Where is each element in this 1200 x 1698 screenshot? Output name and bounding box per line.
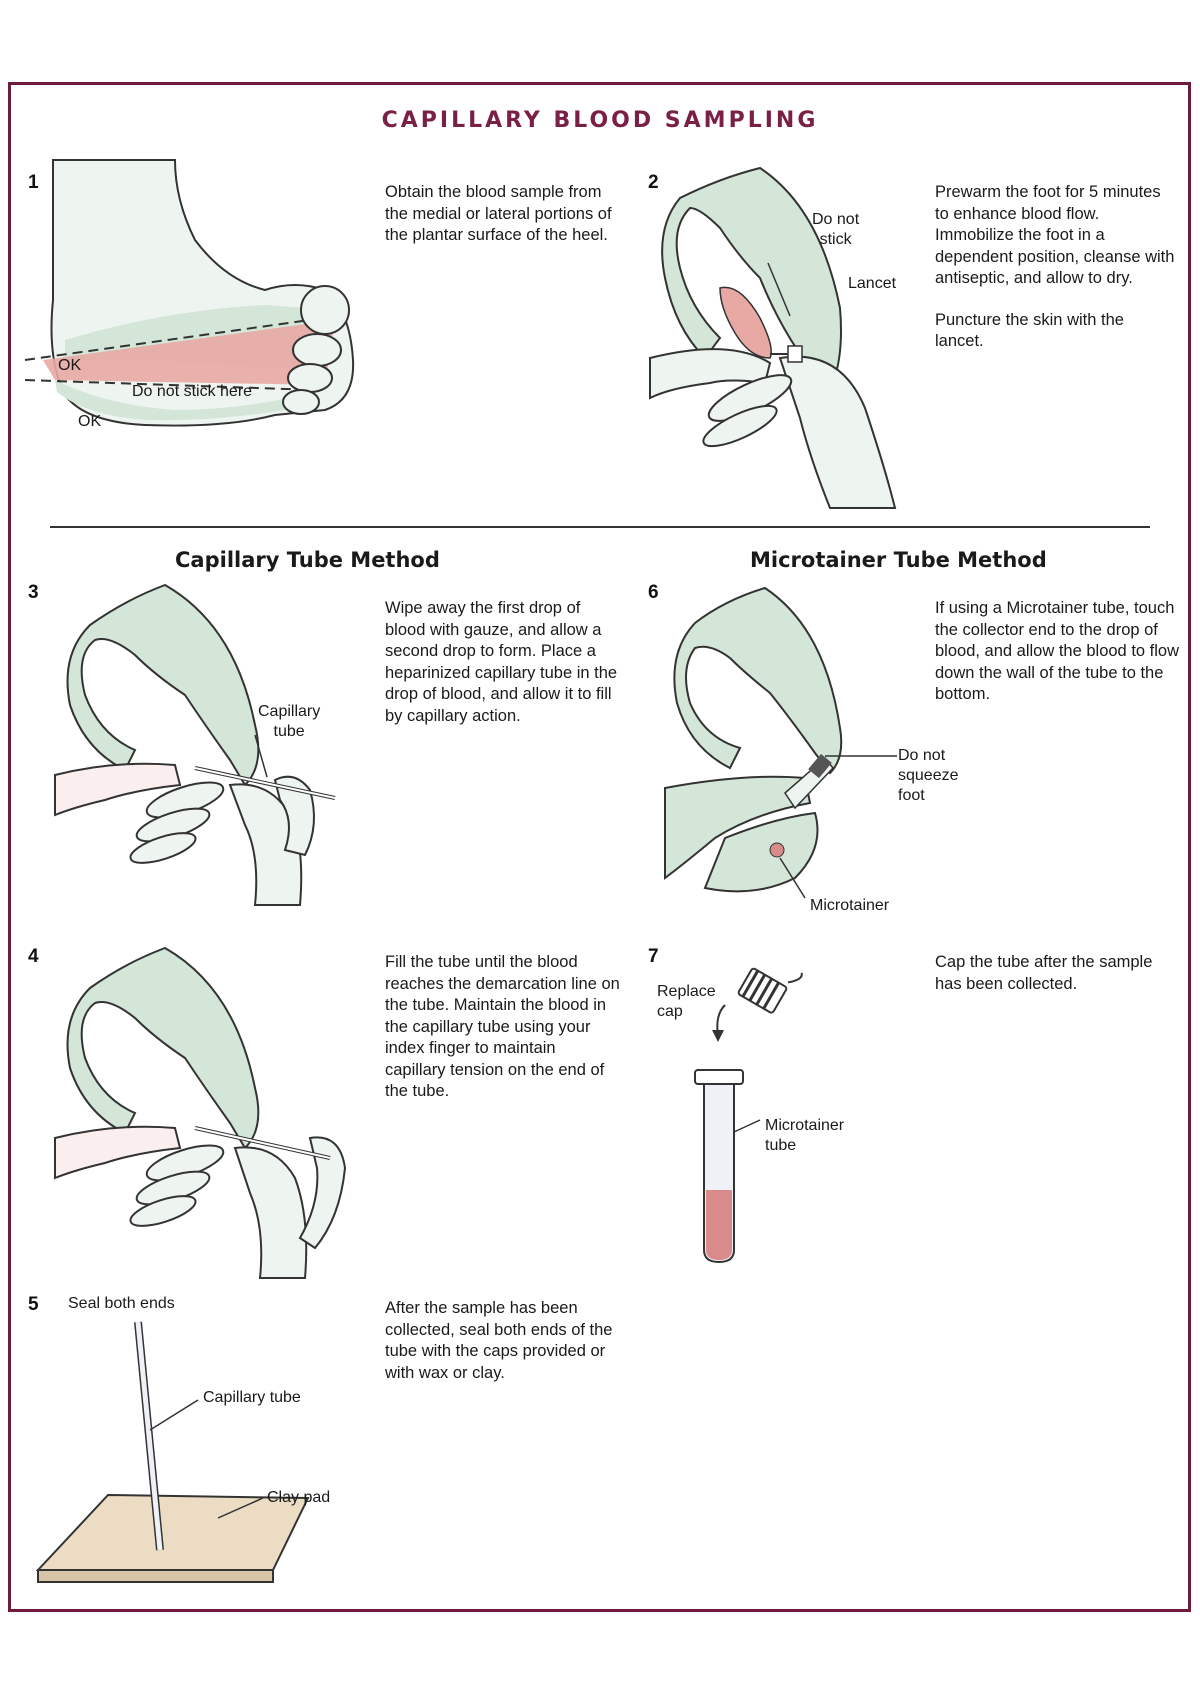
step-1-text: Obtain the blood sample from the medial … [385, 183, 612, 244]
step-5-text: After the sample has been collected, sea… [385, 1299, 613, 1382]
microtainer-label: Microtainer [810, 897, 890, 914]
ok-top-label: OK [58, 357, 82, 374]
do-not-stick-here-label: Do not stick here [132, 383, 253, 400]
replace-cap-label: Replace cap [657, 983, 716, 1020]
step-3-text: Wipe away the first drop of blood with g… [385, 599, 618, 725]
section-divider [50, 526, 1150, 528]
step-4-text: Fill the tube until the blood reaches th… [385, 953, 620, 1100]
step-4-number: 4 [28, 946, 39, 967]
seal-both-ends-label: Seal both ends [68, 1295, 175, 1312]
capillary-tube-label-5: Capillary tube [203, 1389, 301, 1406]
capillary-tube-label: Capillary tube [258, 703, 321, 740]
capillary-tube-method-heading: Capillary Tube Method [175, 548, 440, 572]
do-not-squeeze-foot-label: Do not squeeze foot [898, 747, 959, 804]
clay-pad-label: Clay pad [267, 1489, 331, 1506]
step-1-foot-illustration [24, 159, 365, 450]
do-not-stick-label: Do not stick [812, 211, 860, 248]
step-2-lancet-illustration [649, 166, 920, 509]
step-2-text: Prewarm the foot for 5 minutes to enhanc… [935, 183, 1175, 350]
step-6-text: If using a Microtainer tube, touch the c… [935, 599, 1180, 703]
step-6-number: 6 [648, 582, 659, 603]
step-7-number: 7 [648, 946, 659, 967]
step-3-capillary-illustration [54, 583, 345, 906]
microtainer-tube-method-heading: Microtainer Tube Method [750, 548, 1047, 572]
microtainer-tube-label: Microtainer tube [765, 1117, 845, 1154]
lancet-label: Lancet [848, 275, 897, 292]
step-5-clay-pad-illustration [35, 1320, 358, 1590]
step-6-microtainer-illustration [664, 586, 905, 918]
page-title: CAPILLARY BLOOD SAMPLING [381, 108, 819, 133]
ok-bottom-label: OK [78, 413, 102, 430]
step-7-text: Cap the tube after the sample has been c… [935, 953, 1153, 993]
step-2-number: 2 [648, 172, 659, 193]
step-3-number: 3 [28, 582, 39, 603]
step-4-capillary-fill-illustration [54, 946, 355, 1279]
step-7-cap-tube-illustration [690, 960, 810, 1270]
step-1-number: 1 [28, 172, 39, 193]
step-5-number: 5 [28, 1294, 39, 1315]
